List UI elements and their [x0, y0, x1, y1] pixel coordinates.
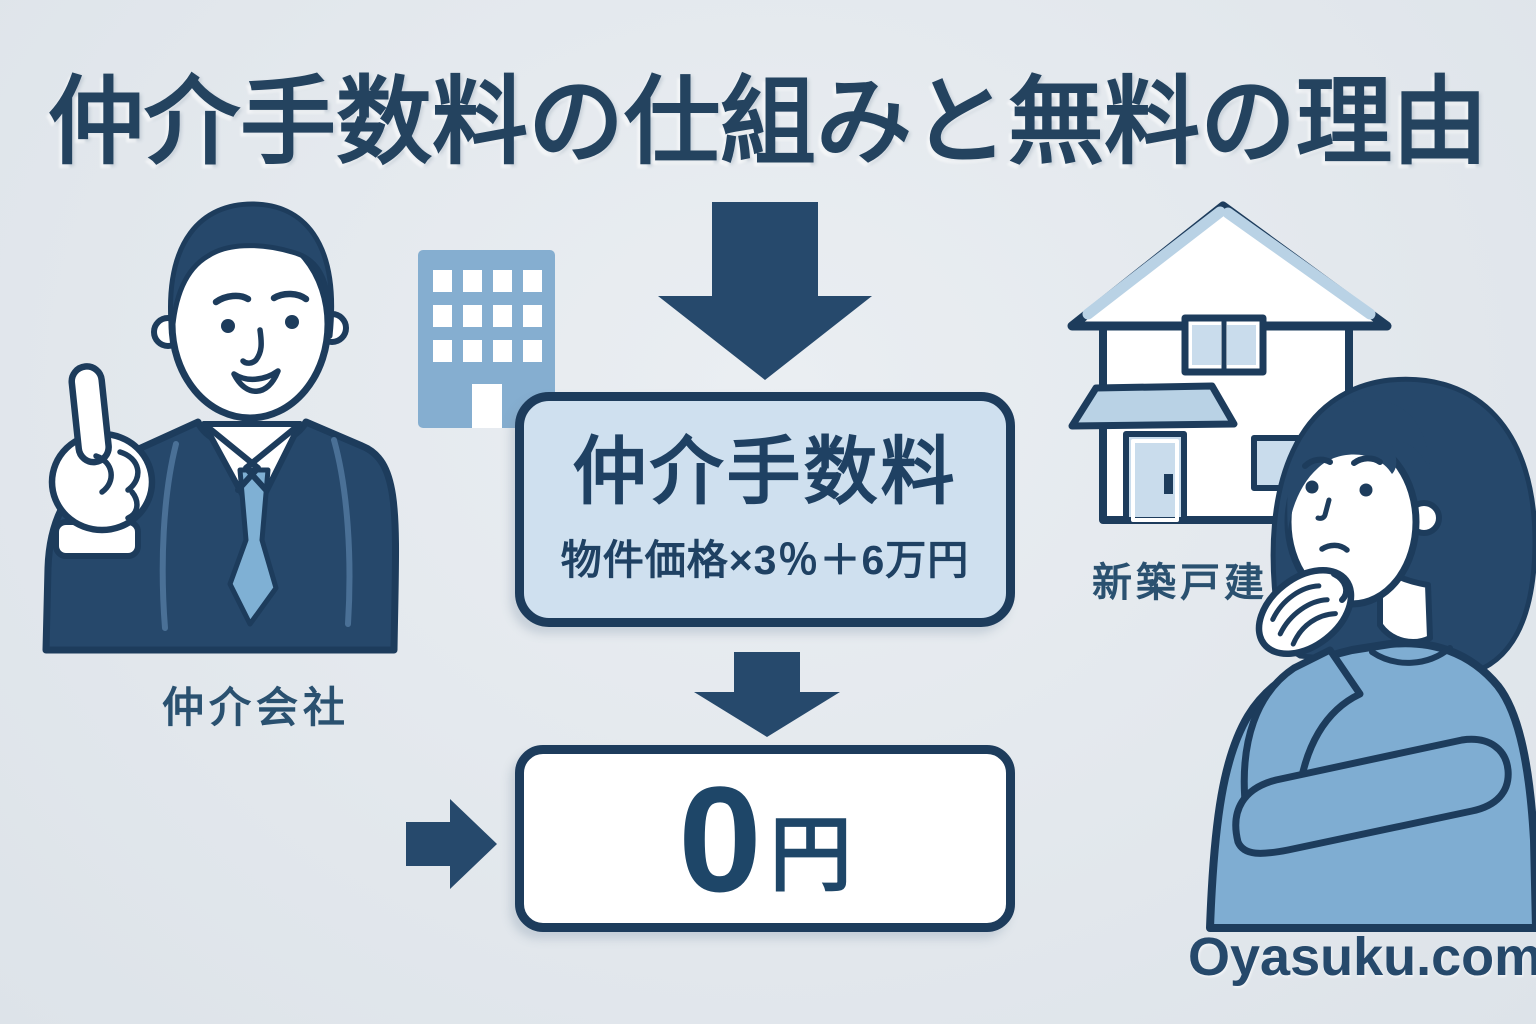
arrow-right-shape	[406, 799, 497, 889]
page-title: 仲介手数料の仕組みと無料の理由	[48, 69, 1488, 176]
office-building-icon	[418, 250, 555, 428]
fee-box-heading: 仲介手数料	[572, 429, 958, 513]
house-label: 新築戸建	[1092, 561, 1268, 605]
watermark: Oyasuku.com	[1188, 927, 1536, 987]
broker-person-icon	[42, 201, 400, 654]
arrow-right-icon	[406, 799, 497, 889]
broker-label: 仲介会社	[162, 684, 351, 731]
fee-box: 仲介手数料 物件価格×3％＋6万円	[515, 392, 1015, 627]
thinking-woman-icon	[1206, 376, 1536, 932]
fee-formula: 物件価格×3％＋6万円	[560, 537, 970, 584]
arrow-down-small-shape	[694, 652, 840, 737]
arrow-down-small-icon	[694, 652, 840, 737]
zero-yen-box: 0 円	[515, 745, 1015, 932]
arrow-down-large-shape	[658, 202, 872, 380]
arrow-down-large-icon	[658, 202, 872, 380]
zero-unit: 円	[769, 809, 852, 901]
zero-amount: 0	[678, 754, 762, 923]
